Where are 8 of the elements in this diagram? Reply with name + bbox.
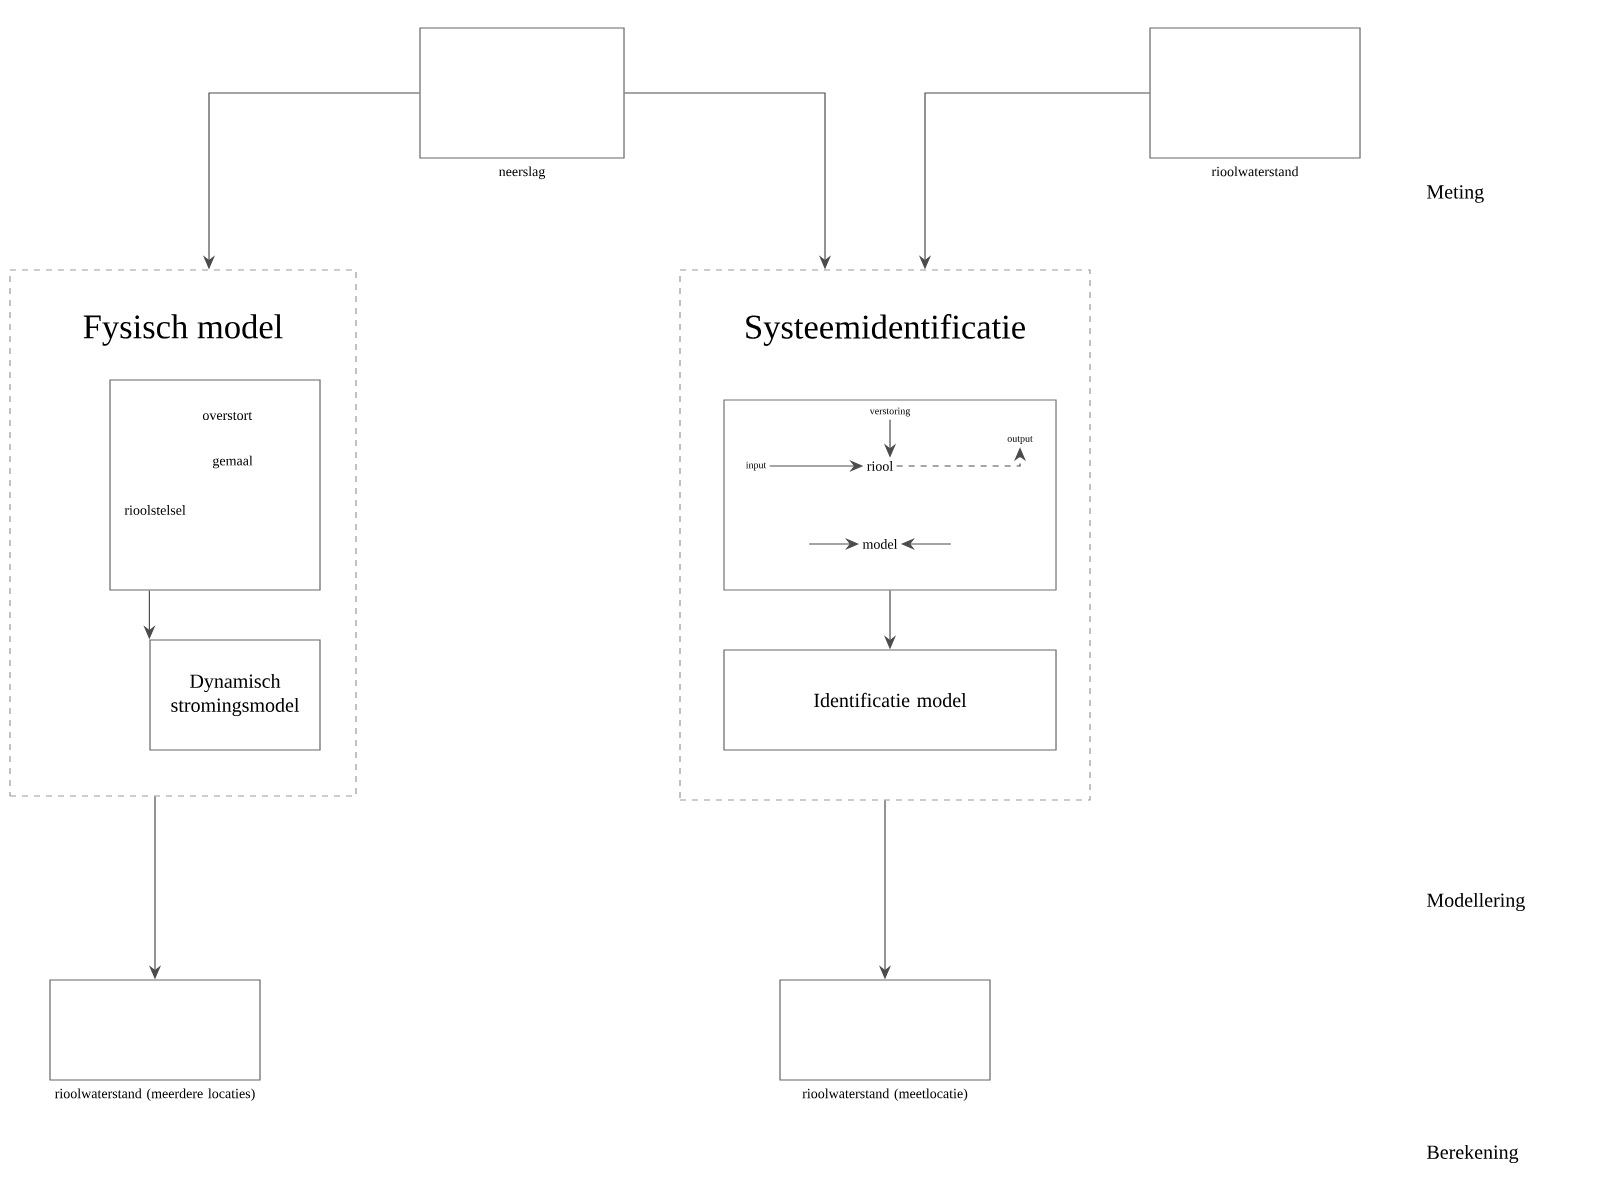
row-label: Meting [1427,185,1484,203]
empty-box [723,399,1057,591]
process-box: Dynamisch stromingsmodel [149,639,321,751]
process-box: Identificatie model [723,649,1057,751]
group-title: Fysisch model [83,314,283,346]
row-label: Modellering [1427,892,1525,912]
group-title: Systeemidentificatie [746,314,1025,346]
row-label: Berekening [1427,1144,1519,1164]
